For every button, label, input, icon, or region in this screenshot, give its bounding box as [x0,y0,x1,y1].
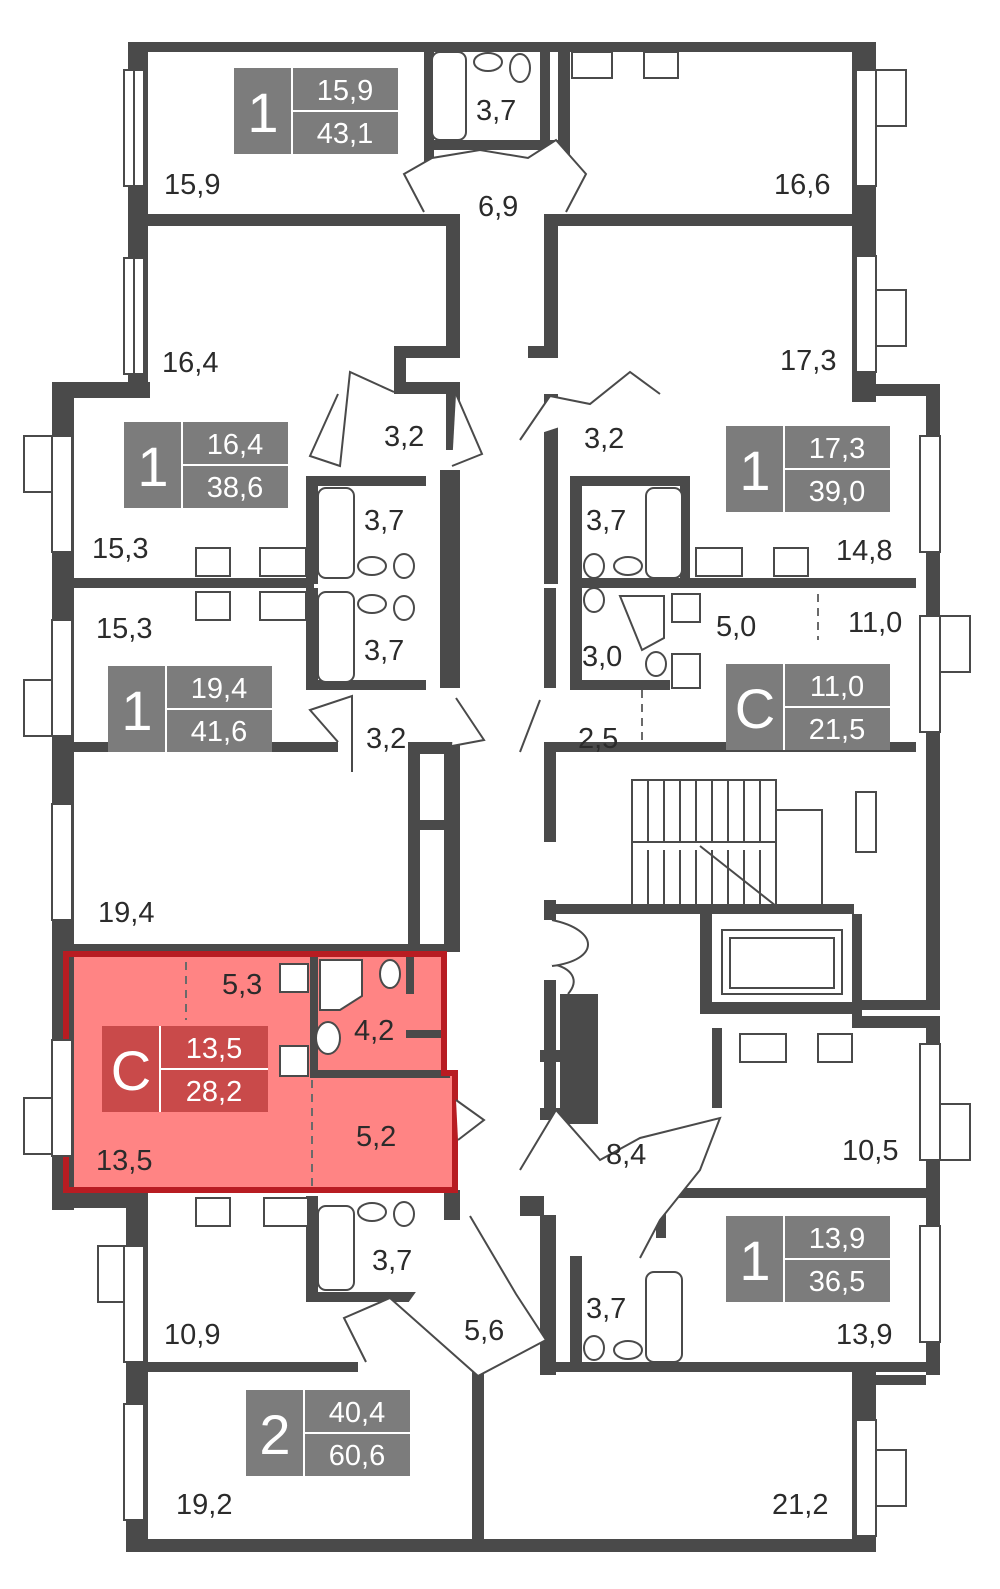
doors [308,138,722,1378]
apartment-badge-top-left[interactable]: 1 15,9 43,1 [234,68,398,154]
apartment-badge-bottom[interactable]: 2 40,4 60,6 [246,1390,410,1476]
apartment-living-area: 40,4 [329,1397,385,1429]
room-area: 11,0 [848,607,902,639]
stairs [631,779,823,907]
apartment-badge-right-studio[interactable]: С 11,0 21,5 [726,664,890,750]
room-area: 17,3 [780,345,836,377]
room-area: 10,5 [842,1135,898,1167]
apartment-total-area: 36,5 [809,1266,865,1298]
zone-dividers [185,594,819,1190]
apartment-total-area: 28,2 [186,1076,242,1108]
room-area: 4,2 [354,1015,394,1047]
highlighted-apartment-border [63,951,458,1193]
room-areas: 15,9 3,7 6,9 16,6 16,4 17,3 3,2 3,2 3,7 … [92,95,902,1521]
apartment-living-area: 15,9 [317,75,373,107]
room-area: 5,2 [356,1121,396,1153]
room-area: 5,3 [222,969,262,1001]
apartment-badge-right-lower[interactable]: 1 13,9 36,5 [726,1216,890,1302]
apartment-living-area: 13,9 [809,1223,865,1255]
room-area: 14,8 [836,535,892,567]
apartment-rooms: С [111,1039,151,1102]
room-area: 8,4 [606,1139,646,1171]
apartment-total-area: 39,0 [809,476,865,508]
room-area: 2,5 [578,723,618,755]
apartment-living-area: 17,3 [809,433,865,465]
room-area: 19,2 [176,1489,232,1521]
room-area: 15,3 [92,533,148,565]
room-area: 3,7 [586,1293,626,1325]
apartment-rooms: С [735,677,775,740]
room-area: 3,2 [366,723,406,755]
room-area: 3,7 [372,1245,412,1277]
apartment-total-area: 21,5 [809,714,865,746]
bathroom-fixtures [315,51,683,1363]
room-area: 5,6 [464,1315,504,1347]
apartment-living-area: 16,4 [207,429,263,461]
kitchen-fixtures [195,51,853,1227]
room-area: 6,9 [478,191,518,223]
room-area: 10,9 [164,1319,220,1351]
windows [23,69,971,1537]
apartment-rooms: 1 [739,1229,770,1292]
apartment-rooms: 1 [137,435,168,498]
apartment-total-area: 38,6 [207,472,263,504]
apartment-badge-highlighted-studio[interactable]: С 13,5 28,2 [102,1026,268,1112]
apartment-badge-left-upper[interactable]: 1 16,4 38,6 [124,422,288,508]
room-area: 15,3 [96,613,152,645]
room-area: 16,6 [774,169,830,201]
room-area: 3,2 [584,423,624,455]
room-area: 13,9 [836,1319,892,1351]
apartment-total-area: 60,6 [329,1440,385,1472]
room-area: 3,0 [582,641,622,673]
apartment-total-area: 41,6 [191,716,247,748]
apartment-rooms: 1 [247,81,278,144]
room-area: 3,7 [364,635,404,667]
apartment-rooms: 1 [739,439,770,502]
room-area: 3,7 [364,505,404,537]
apartment-living-area: 19,4 [191,673,247,705]
apartment-badge-right-upper[interactable]: 1 17,3 39,0 [726,426,890,512]
room-area: 21,2 [772,1489,828,1521]
room-area: 3,7 [476,95,516,127]
room-area: 3,2 [384,421,424,453]
elevator-icon [721,929,843,1005]
apartment-living-area: 13,5 [186,1033,242,1065]
apartment-rooms: 2 [259,1403,290,1466]
room-area: 15,9 [164,169,220,201]
apartment-total-area: 43,1 [317,118,373,150]
room-area: 5,0 [716,611,756,643]
room-area: 16,4 [162,347,218,379]
apartment-badge-left-middle[interactable]: 1 19,4 41,6 [108,666,272,752]
room-area: 13,5 [96,1145,152,1177]
apartment-rooms: 1 [121,679,152,742]
room-area: 3,7 [586,505,626,537]
apartment-living-area: 11,0 [810,671,864,703]
room-area: 19,4 [98,897,154,929]
